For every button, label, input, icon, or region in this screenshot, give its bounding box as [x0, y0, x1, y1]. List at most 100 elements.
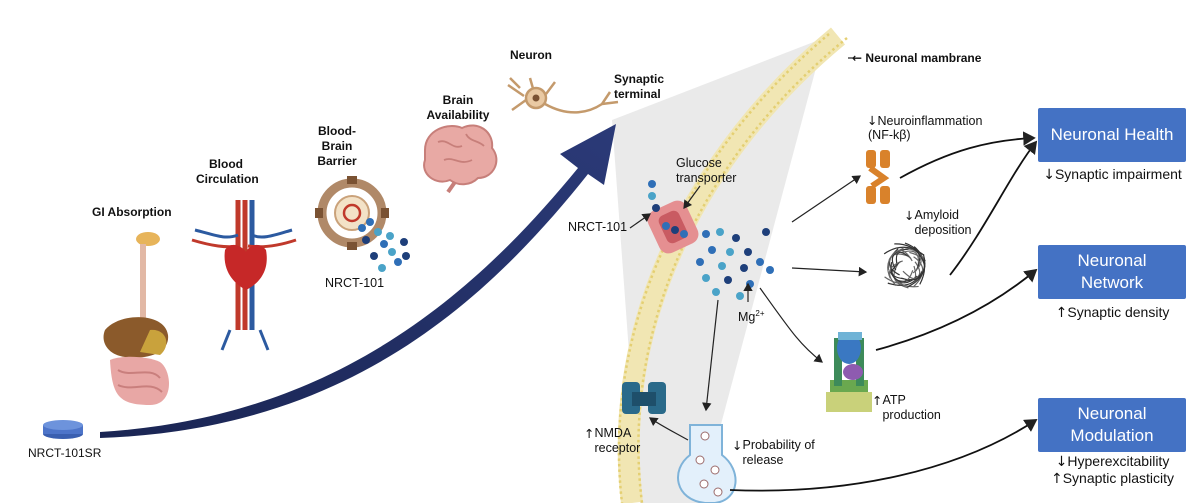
molecule-dot	[648, 180, 656, 188]
pill-icon	[43, 420, 83, 439]
molecule-dot	[402, 252, 410, 260]
nmda-receptor-icon	[622, 382, 666, 414]
neuron-label: Neuron	[510, 48, 552, 62]
molecule-dot	[724, 276, 732, 284]
molecule-dot	[400, 238, 408, 246]
molecule-dot	[756, 258, 764, 266]
amyloid-text: Amyloid deposition	[914, 208, 972, 237]
membrane-arrow: ←	[852, 51, 863, 65]
amyloid-fiber	[888, 249, 913, 262]
amyloid-fiber	[907, 253, 926, 288]
modulation-effect-2: ↑Synaptic plasticity	[1030, 470, 1195, 488]
amyloid-fiber	[894, 248, 926, 262]
amyloid-fiber	[890, 262, 911, 282]
amyloid-label: ↓Amyloid deposition	[904, 208, 984, 238]
nfkb-label: (NF-kβ)	[868, 128, 911, 142]
molecule-dot	[732, 234, 740, 242]
amyloid-fiber	[891, 248, 909, 271]
health-effect-text: Synaptic impairment	[1054, 166, 1182, 182]
molecule-dot	[740, 264, 748, 272]
health-effect-arrow: ↓	[1043, 167, 1055, 183]
molecule-dot	[716, 228, 724, 236]
probability-arrow: ↓	[732, 438, 743, 453]
modulation-effect-2-arrow: ↑	[1050, 471, 1063, 487]
brain-icon	[423, 124, 498, 194]
amyloid-fiber	[884, 270, 914, 284]
atp-text: ATP production	[882, 393, 941, 422]
neuron-icon	[507, 77, 619, 114]
molecule-dot	[718, 262, 726, 270]
atp-synthase-icon	[826, 332, 872, 412]
amyloid-fiber	[894, 243, 926, 267]
molecule-dot	[380, 240, 388, 248]
bbb-icon	[315, 176, 389, 250]
mg-label: Mg2+	[738, 306, 765, 325]
synaptic-terminal-label: Synaptic terminal	[614, 72, 665, 101]
molecule-dot	[386, 232, 394, 240]
molecule-dot	[736, 292, 744, 300]
modulation-effect-1-text: Hyperexcitability	[1067, 453, 1170, 469]
pathway-arrow	[100, 124, 616, 438]
modulation-effect-2-text: Synaptic plasticity	[1062, 470, 1174, 486]
molecule-dot	[746, 280, 754, 288]
modulation-effect-1-arrow: ↓	[1055, 454, 1068, 470]
health-effect: ↓Synaptic impairment	[1030, 166, 1195, 184]
amyloid-fiber	[891, 260, 904, 280]
neuronal-modulation-box: Neuronal Modulation	[1038, 398, 1186, 452]
nrct-terminal-label: NRCT-101	[568, 220, 628, 234]
network-effect-arrow: ↑	[1055, 305, 1068, 321]
amyloid-plaque-icon	[883, 242, 926, 289]
glucose-transporter-label: Glucose transporter	[676, 156, 737, 185]
probability-text: Probability of release	[742, 438, 815, 467]
neuronal-health-box: Neuronal Health	[1038, 108, 1186, 162]
amyloid-fiber	[887, 270, 923, 286]
bbb-label: Blood-Brain Barrier	[317, 124, 357, 168]
neuroinflammation-arrow: ↓	[867, 113, 878, 128]
molecule-dot	[702, 274, 710, 282]
molecule-dot	[712, 288, 720, 296]
molecule-dot	[394, 258, 402, 266]
amyloid-fiber	[913, 256, 924, 288]
vesicle-bouton-icon	[677, 424, 737, 503]
neuroinflammation-label: ↓Neuroinflammation	[867, 113, 982, 129]
nfkb-receptor-icon	[866, 150, 890, 204]
nmda-arrow: ↑	[584, 426, 595, 441]
brain-availability-label: Brain Availability	[426, 93, 490, 122]
network-effect: ↑Synaptic density	[1030, 304, 1195, 322]
amyloid-arrow: ↓	[904, 208, 915, 223]
membrane-text: Neuronal mambrane	[865, 51, 982, 65]
molecule-dot	[762, 228, 770, 236]
molecule-dot	[388, 248, 396, 256]
molecule-dot	[766, 266, 774, 274]
amyloid-fiber	[888, 260, 903, 287]
neuronal-network-box: Neuronal Network	[1038, 245, 1186, 299]
molecule-dot	[374, 228, 382, 236]
pill-label: NRCT-101SR	[28, 446, 102, 460]
outcome-arrows	[729, 131, 1038, 492]
membrane-label: ← Neuronal mambrane	[852, 51, 981, 66]
amyloid-fiber	[909, 251, 922, 274]
molecule-dot	[708, 246, 716, 254]
amyloid-fiber	[888, 248, 900, 276]
molecule-dot	[370, 252, 378, 260]
nmda-text: NMDA receptor	[594, 426, 641, 455]
molecule-dot	[358, 224, 366, 232]
nrct-bbb-label: NRCT-101	[325, 276, 385, 290]
gi-tract-icon	[103, 232, 170, 405]
probability-label: ↓Probability of release	[732, 438, 822, 468]
modulation-effect-1: ↓Hyperexcitability	[1030, 453, 1195, 471]
molecule-dot	[726, 248, 734, 256]
molecule-dot	[652, 204, 660, 212]
mg-text: Mg	[738, 310, 756, 325]
neuroinflammation-text: Neuroinflammation	[877, 114, 983, 128]
gi-absorption-label: GI Absorption	[92, 205, 172, 219]
mg-charge: 2+	[755, 309, 765, 318]
blood-circulation-label: Blood Circulation	[196, 157, 259, 186]
nmda-label: ↑NMDA receptor	[584, 426, 654, 456]
molecule-dot	[744, 248, 752, 256]
connector-arrows	[629, 57, 868, 441]
bbb-molecules	[358, 218, 410, 272]
atp-label: ↑ATP production	[872, 393, 952, 423]
molecule-dot	[366, 218, 374, 226]
